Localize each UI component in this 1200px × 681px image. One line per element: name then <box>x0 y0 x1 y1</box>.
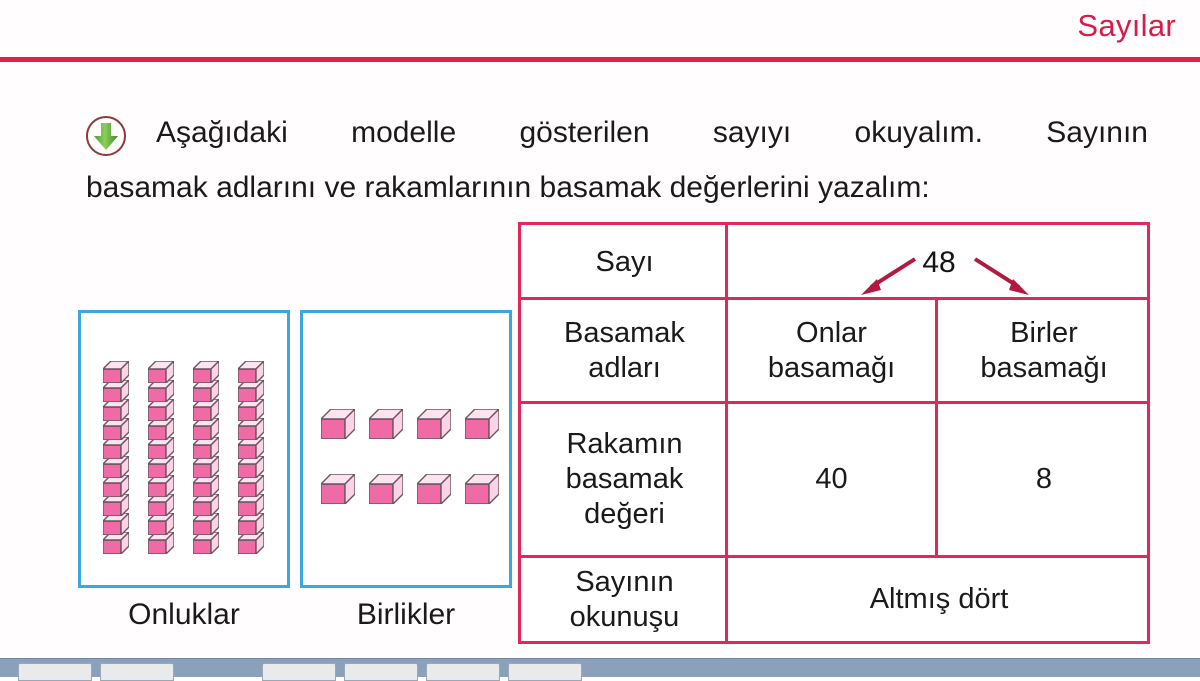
table-label-sayi: Sayı <box>595 246 654 278</box>
table-label-rakamin-basamak-degeri: Rakamın basamak değeri <box>524 404 725 555</box>
unit-cube <box>236 359 266 385</box>
table-column-divider-2 <box>935 297 938 555</box>
unit-cube <box>415 407 453 441</box>
table-cell-birler-basamagi: Birler basamağı <box>938 300 1150 401</box>
table-value-number-in-words: Altmış dört <box>869 583 1009 615</box>
tens-rod <box>191 359 221 559</box>
header-divider-rule <box>0 57 1200 62</box>
unit-cube <box>101 492 131 518</box>
ones-unit-cube <box>463 407 501 444</box>
down-arrow-circle-icon <box>86 116 130 160</box>
unit-cube <box>367 407 405 441</box>
ones-unit-cube <box>319 407 357 444</box>
ones-group-label: Birlikler <box>356 598 456 631</box>
place-value-table: Sayı 48 Basamak adları Onlar basamağı <box>518 222 1150 644</box>
taskbar-button[interactable] <box>508 663 582 681</box>
okunus-line-2: okunuşu <box>569 600 680 633</box>
taskbar-button[interactable] <box>262 663 336 681</box>
number-48: 48 <box>922 246 956 279</box>
table-row-divider-3 <box>521 555 1147 558</box>
unit-cube <box>463 407 501 441</box>
unit-cube <box>463 472 501 506</box>
instruction-line-1: Aşağıdaki modelle gösterilen sayıyı okuy… <box>156 116 1148 149</box>
desktop-taskbar[interactable] <box>0 658 1200 681</box>
birler-line-2: basamağı <box>980 351 1108 384</box>
table-column-divider-1 <box>725 225 728 641</box>
taskbar-button[interactable] <box>18 663 92 681</box>
birler-line-1: Birler <box>1010 316 1078 349</box>
tens-rod <box>146 359 176 559</box>
ones-unit-cube <box>319 472 357 509</box>
unit-cube <box>319 407 357 441</box>
rakamin-line-2: basamak <box>565 463 684 495</box>
ones-group-box <box>300 310 512 588</box>
table-value-number-cell: 48 <box>728 228 1150 297</box>
table-value-tens-place: 40 <box>815 463 848 495</box>
arrow-to-tens-column-icon <box>861 257 917 295</box>
green-down-arrow-glyph <box>94 123 118 150</box>
badge-circle <box>86 116 126 156</box>
taskbar-button[interactable] <box>426 663 500 681</box>
ones-unit-cube <box>415 407 453 444</box>
instruction-block: Aşağıdaki modelle gösterilen sayıyı okuy… <box>86 110 1148 204</box>
unit-cube <box>367 472 405 506</box>
unit-cube <box>146 359 176 385</box>
ones-unit-cube <box>415 472 453 509</box>
label-line-1: Basamak <box>564 316 685 349</box>
unit-cube <box>101 359 131 385</box>
onlar-line-2: basamağı <box>767 351 896 384</box>
textbook-page: Sayılar Aşağıdaki modelle gösterilen say… <box>0 8 1200 644</box>
taskbar-button[interactable] <box>344 663 418 681</box>
table-cell-onlar-basamagi: Onlar basamağı <box>728 300 935 401</box>
table-row-divider-2 <box>521 401 1147 404</box>
tens-rod <box>101 359 131 559</box>
rakamin-line-1: Rakamın <box>566 428 683 460</box>
tens-rod <box>236 359 266 559</box>
instruction-paragraph: Aşağıdaki modelle gösterilen sayıyı okuy… <box>86 110 1148 155</box>
ones-unit-cube <box>367 407 405 444</box>
table-row-divider-1 <box>521 297 1147 300</box>
ones-unit-cube <box>463 472 501 509</box>
chapter-title: Sayılar <box>1077 8 1176 43</box>
unit-cube <box>415 472 453 506</box>
instruction-line-2: basamak adlarını ve rakamlarının basamak… <box>86 171 930 204</box>
table-label-sayinin-okunusu: Sayının okunuşu <box>524 558 725 641</box>
ones-unit-cube <box>367 472 405 509</box>
table-label-basamak-adlari: Basamak adları <box>524 300 725 401</box>
onlar-line-1: Onlar <box>796 316 867 349</box>
tens-group-label: Onluklar <box>128 598 240 631</box>
unit-cube <box>319 472 357 506</box>
rakamin-line-3: değeri <box>584 498 665 530</box>
unit-cube <box>191 359 221 385</box>
taskbar-button[interactable] <box>100 663 174 681</box>
okunus-line-1: Sayının <box>575 565 674 598</box>
arrow-to-ones-column-icon <box>973 257 1029 295</box>
tens-group-box <box>78 310 290 588</box>
label-line-2: adları <box>588 351 661 384</box>
table-value-ones-place: 8 <box>1035 463 1053 495</box>
